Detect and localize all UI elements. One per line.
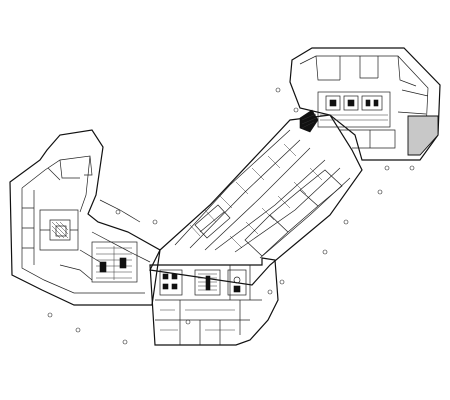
south-block-restroom-icon (227, 269, 247, 296)
central-wing (149, 114, 363, 286)
south-block-elevator-icon (159, 269, 183, 296)
central-wing-core (194, 204, 231, 239)
northeast-wing-elevator-icon (325, 95, 359, 111)
northeast-wing-outline (289, 47, 441, 161)
south-block-partitions (160, 309, 235, 331)
west-wing-core (39, 209, 79, 251)
site-markers (47, 87, 415, 345)
northeast-wing-core (317, 91, 391, 128)
central-wing-offices (174, 129, 351, 259)
northeast-wing-stair-icon (299, 109, 319, 133)
northeast-wing-perimeter-rooms (299, 55, 429, 151)
south-block-rooms (155, 265, 262, 345)
central-wing-outline (149, 114, 363, 286)
northeast-wing-restroom-icon (361, 95, 383, 111)
northeast-wing (289, 47, 441, 161)
west-wing-stair-icon (91, 241, 138, 283)
west-wing (9, 129, 161, 306)
south-block (149, 257, 279, 346)
central-wing-room-dividers (189, 143, 323, 249)
central-wing-meeting-rooms (244, 169, 343, 257)
northeast-wing-lobby (340, 129, 396, 149)
west-wing-hatch (51, 221, 69, 239)
highlighted-room[interactable] (407, 115, 439, 156)
west-wing-partitions (59, 199, 151, 281)
south-block-outline (149, 257, 279, 346)
west-wing-perimeter-rooms (21, 155, 145, 294)
west-wing-outline (9, 129, 161, 306)
south-block-stair-icon (194, 269, 221, 296)
